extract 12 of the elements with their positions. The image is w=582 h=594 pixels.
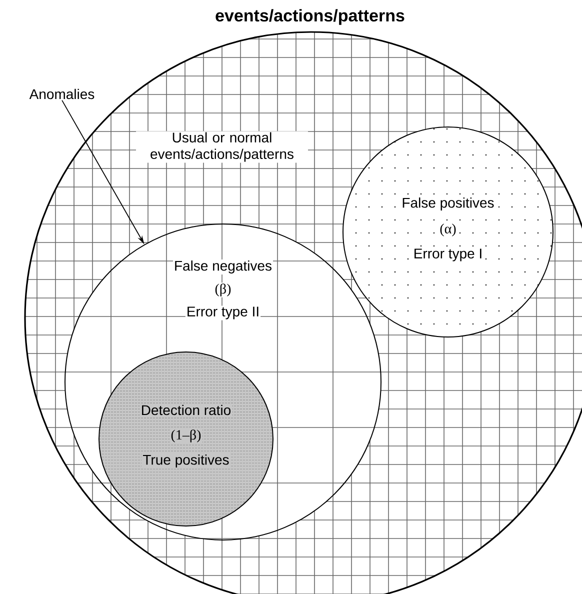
callout-label: Anomalies <box>29 88 94 100</box>
circle-label: (1–β) <box>170 428 202 444</box>
circle-label: (α) <box>438 222 458 238</box>
circle-label: Error type II <box>185 306 261 320</box>
circle-label: False negatives <box>172 259 274 275</box>
circle-label: Error type I <box>412 248 484 262</box>
circle-label: False positives <box>400 196 496 212</box>
circle-label: (β) <box>214 282 232 298</box>
circle-label: Usual or normal events/actions/patterns <box>136 131 308 163</box>
circle-label: Detection ratio <box>140 404 232 416</box>
circle-label: True positives <box>142 453 230 469</box>
diagram-title: events/actions/patterns <box>216 9 404 25</box>
